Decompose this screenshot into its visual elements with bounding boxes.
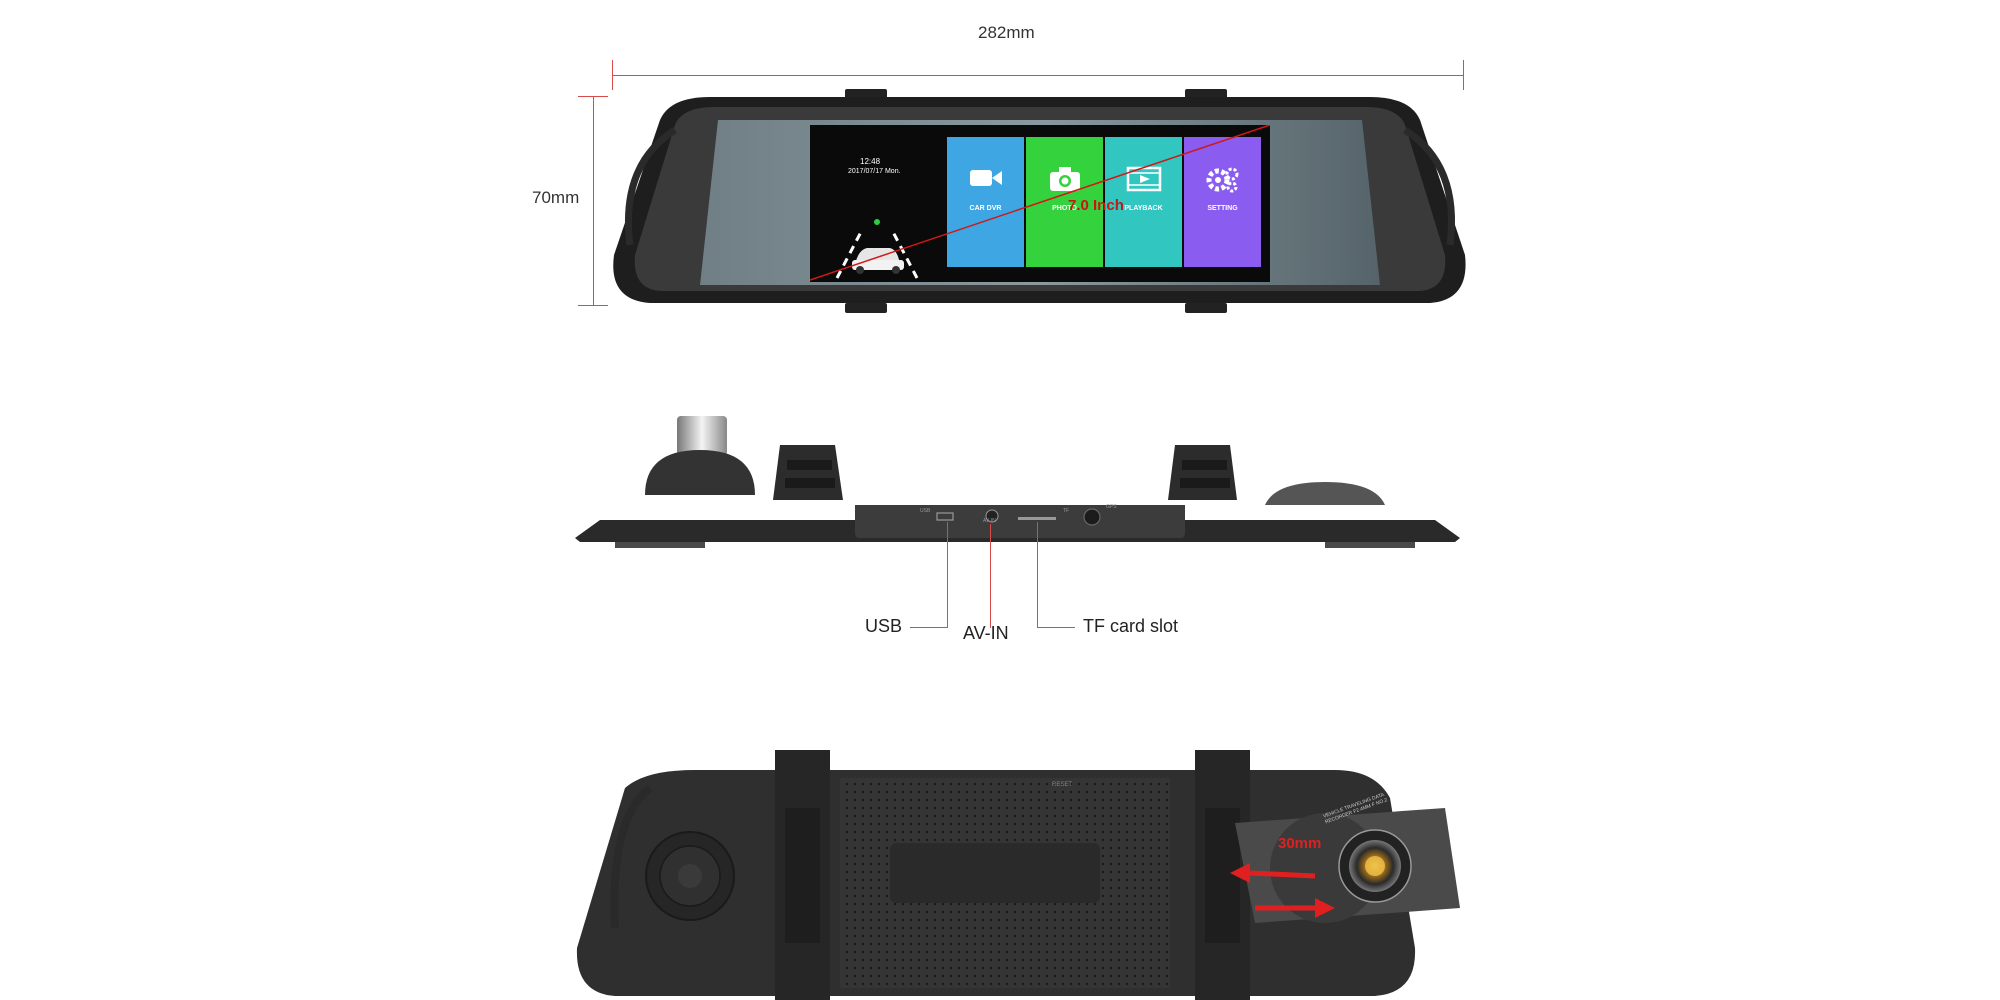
usb-port-small-label: USB	[920, 508, 931, 514]
mirror-back-body	[576, 750, 1460, 1000]
tile-label: PHOTO	[1052, 205, 1077, 212]
width-dimension-tick-left	[612, 60, 613, 90]
top-edge-view: USB AV-IN TF GPS USB AV-IN TF card slot	[0, 400, 2000, 650]
width-dimension-line	[612, 75, 1464, 76]
height-dimension-tick-top	[578, 96, 608, 97]
tile-playback[interactable]: PLAYBACK	[1105, 137, 1182, 267]
gps-small-label: GPS	[1106, 504, 1117, 510]
tile-label: SETTING	[1207, 205, 1238, 212]
mirror-top-edge-body	[575, 416, 1460, 548]
height-dimension-tick-bottom	[578, 305, 608, 306]
screen-display: 12:48 2017/07/17 Mon. CAR DVR PHOTO PLAY…	[810, 125, 1270, 282]
gear-icon	[1205, 165, 1241, 200]
video-camera-icon	[968, 165, 1004, 196]
screen-time: 12:48	[860, 157, 881, 166]
height-dimension-label: 70mm	[532, 188, 580, 207]
reset-label: RESET	[1052, 782, 1073, 788]
tile-car-dvr[interactable]: CAR DVR	[947, 137, 1024, 267]
avin-callout-vertical	[990, 524, 991, 628]
usb-callout-horizontal	[910, 627, 948, 628]
tile-label: CAR DVR	[969, 205, 1002, 212]
tf-callout-horizontal	[1037, 627, 1075, 628]
screen-diagonal-label: 7.0 Inch	[1068, 197, 1124, 214]
tf-callout-label: TF card slot	[1083, 616, 1179, 636]
camera-icon	[1048, 165, 1082, 198]
height-dimension-line	[593, 96, 594, 306]
screen-date: 2017/07/17 Mon.	[848, 168, 901, 175]
lens-size-label: 30mm	[1278, 835, 1322, 852]
avin-port-small-label: AV-IN	[983, 518, 996, 524]
tf-slot-small-label: TF	[1063, 508, 1070, 514]
usb-callout-label: USB	[865, 616, 903, 636]
avin-callout-label: AV-IN	[963, 623, 1009, 643]
tile-label: PLAYBACK	[1124, 205, 1163, 212]
back-view: RESET VEHICLE TRAVELING DATA RECORDER F2…	[0, 740, 2000, 1000]
tile-setting[interactable]: SETTING	[1184, 137, 1261, 267]
tf-callout-vertical	[1037, 522, 1038, 628]
width-dimension-label: 282mm	[978, 23, 1035, 42]
usb-callout-vertical	[947, 522, 948, 628]
front-view: 282mm 70mm 12:48 2017/07/17 Mon.	[0, 0, 2000, 330]
screen-diagonal	[810, 125, 1270, 281]
tile-photo[interactable]: PHOTO	[1026, 137, 1103, 267]
width-dimension-tick-right	[1463, 60, 1464, 90]
